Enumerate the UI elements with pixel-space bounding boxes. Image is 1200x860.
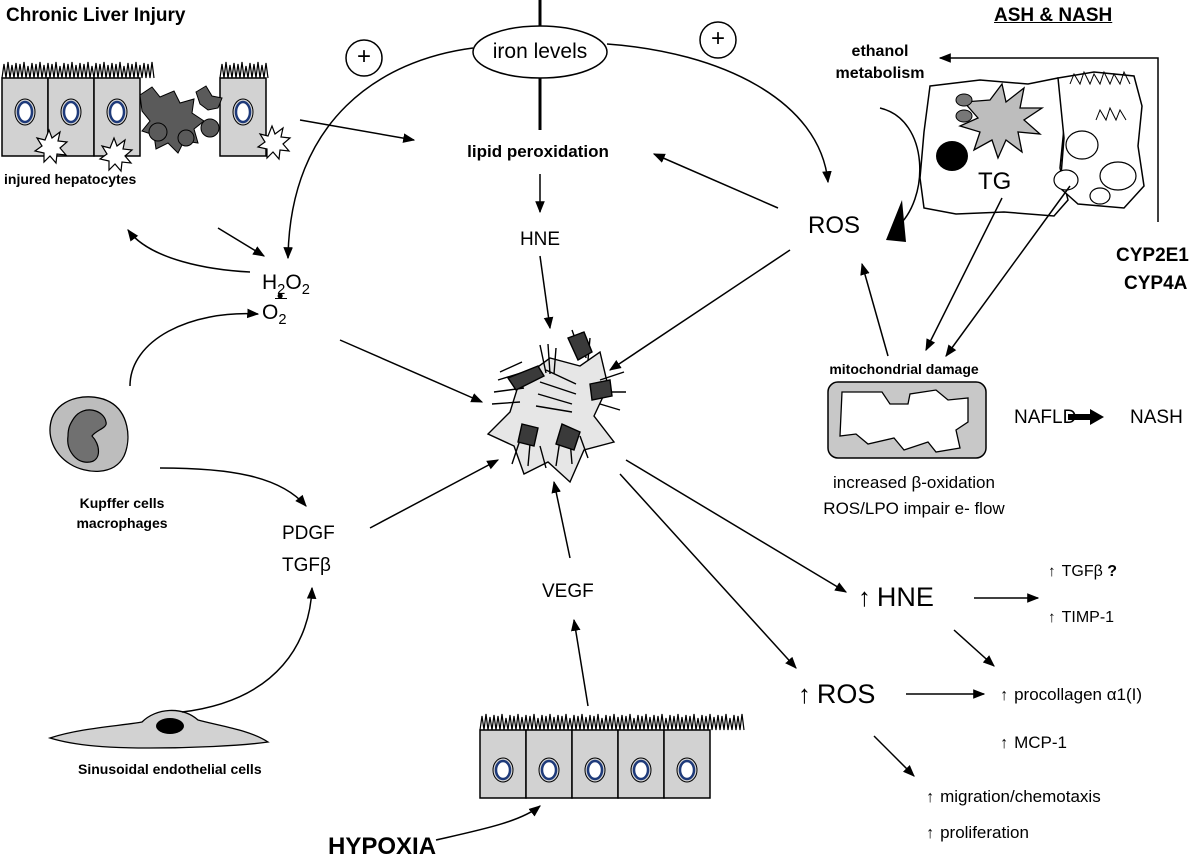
- cyp4a-label: CYP4A: [1124, 273, 1188, 294]
- tg-label: TG: [978, 168, 1012, 195]
- ash-hepatocyte-graphic: [919, 70, 1145, 217]
- up-mcp1-label: ↑MCP-1: [1000, 733, 1067, 752]
- h2o2-label: H2O2: [262, 271, 310, 299]
- up-migration-label: ↑migration/chemotaxis: [926, 787, 1101, 806]
- nash-label: NASH: [1130, 407, 1183, 428]
- up-arrow-icon: ↑: [798, 681, 811, 709]
- vegf-label: VEGF: [542, 581, 594, 602]
- iron-levels-label: iron levels: [492, 40, 588, 63]
- radical-dot-icon: •: [277, 286, 284, 306]
- beta-oxidation-label: increased β-oxidation: [833, 473, 995, 492]
- up-ros-label: ↑ROS: [798, 679, 876, 709]
- stellate-cell-graphic: [486, 329, 626, 484]
- hypoxia-label: HYPOXIA: [328, 833, 437, 860]
- pathway-arrows: [127, 43, 1071, 841]
- up-procollagen-label: ↑procollagen α1(I): [1000, 685, 1143, 704]
- ash-nash-title: ASH & NASH: [994, 5, 1113, 26]
- injured-hepatocytes-graphic: [1, 61, 292, 173]
- hne-label: HNE: [519, 229, 561, 250]
- up-arrow-icon: ↑: [926, 824, 935, 842]
- chronic-liver-injury-title: Chronic Liver Injury: [6, 5, 186, 26]
- up-timp1-label: ↑TIMP-1: [1048, 609, 1115, 626]
- up-arrow-icon: ↑: [1048, 609, 1056, 626]
- up-arrow-icon: ↑: [1000, 686, 1009, 704]
- ros-label: ROS: [808, 212, 861, 239]
- kupffer-label-line2: macrophages: [76, 515, 168, 531]
- up-arrow-icon: ↑: [1000, 734, 1009, 752]
- mitochondrion-graphic: [827, 381, 987, 459]
- cyp2e1-label: CYP2E1: [1116, 245, 1189, 266]
- plus-sign-right: +: [710, 25, 726, 52]
- ros-lpo-label: ROS/LPO impair e- flow: [823, 499, 1005, 518]
- hypoxic-hepatocytes-graphic: [479, 713, 745, 799]
- up-arrow-icon: ↑: [1048, 563, 1056, 580]
- kupffer-cell-graphic: [49, 396, 129, 473]
- lipid-peroxidation-label: lipid peroxidation: [467, 142, 609, 161]
- up-proliferation-label: ↑proliferation: [926, 823, 1029, 842]
- plus-circle-right: [699, 21, 737, 59]
- kupffer-label-line1: Kupffer cells: [79, 495, 165, 511]
- up-hne-label: ↑HNE: [858, 582, 934, 612]
- plus-circle-left: [345, 39, 383, 77]
- up-arrow-icon: ↑: [858, 584, 871, 612]
- iron-levels-ellipse: [472, 25, 608, 79]
- superoxide-label: O2: [262, 301, 287, 329]
- radical-bar: [275, 298, 287, 299]
- mitochondrial-damage-label: mitochondrial damage: [829, 361, 979, 377]
- nafld-label: NAFLD: [1014, 407, 1077, 428]
- plus-sign-left: +: [356, 43, 372, 70]
- ethanol-label-line2: metabolism: [835, 65, 925, 82]
- tgfb-label: TGFβ: [282, 555, 331, 576]
- sinusoidal-label: Sinusoidal endothelial cells: [78, 761, 262, 777]
- ethanol-label-line1: ethanol: [851, 43, 909, 60]
- up-tgfb-label: ↑TGFβ ?: [1048, 563, 1118, 580]
- injured-hepatocytes-label: injured hepatocytes: [4, 171, 137, 187]
- sinusoidal-cell-graphic: [47, 709, 270, 749]
- pdgf-label: PDGF: [282, 523, 335, 544]
- up-arrow-icon: ↑: [926, 788, 935, 806]
